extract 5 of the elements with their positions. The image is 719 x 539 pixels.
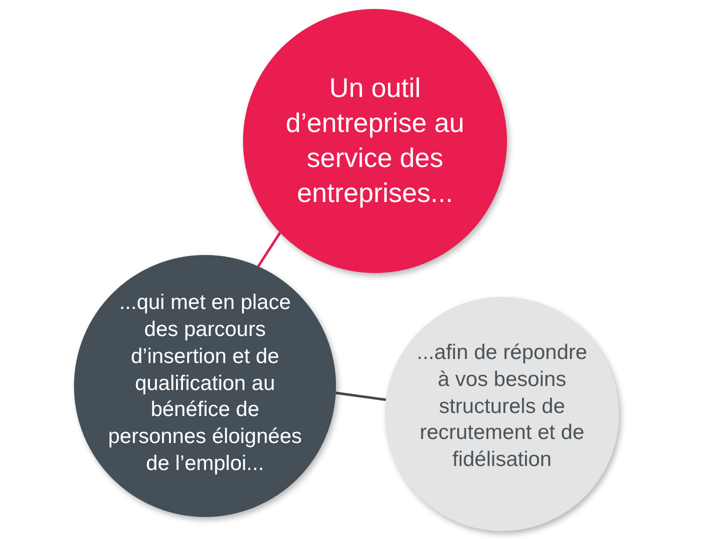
connector-line	[336, 392, 386, 401]
circle-text: ...qui met en place des parcours d’insertion et de qualification au bénéfice de personnes éloignées de l’emploi...	[107, 290, 303, 478]
circle-text: ...afin de répondre à vos besoins structurels de recrutement et de fidélisation	[416, 340, 588, 474]
connector-line	[257, 232, 282, 267]
circle-text: Un outil d’entreprise au service des entreprises...	[284, 72, 466, 210]
